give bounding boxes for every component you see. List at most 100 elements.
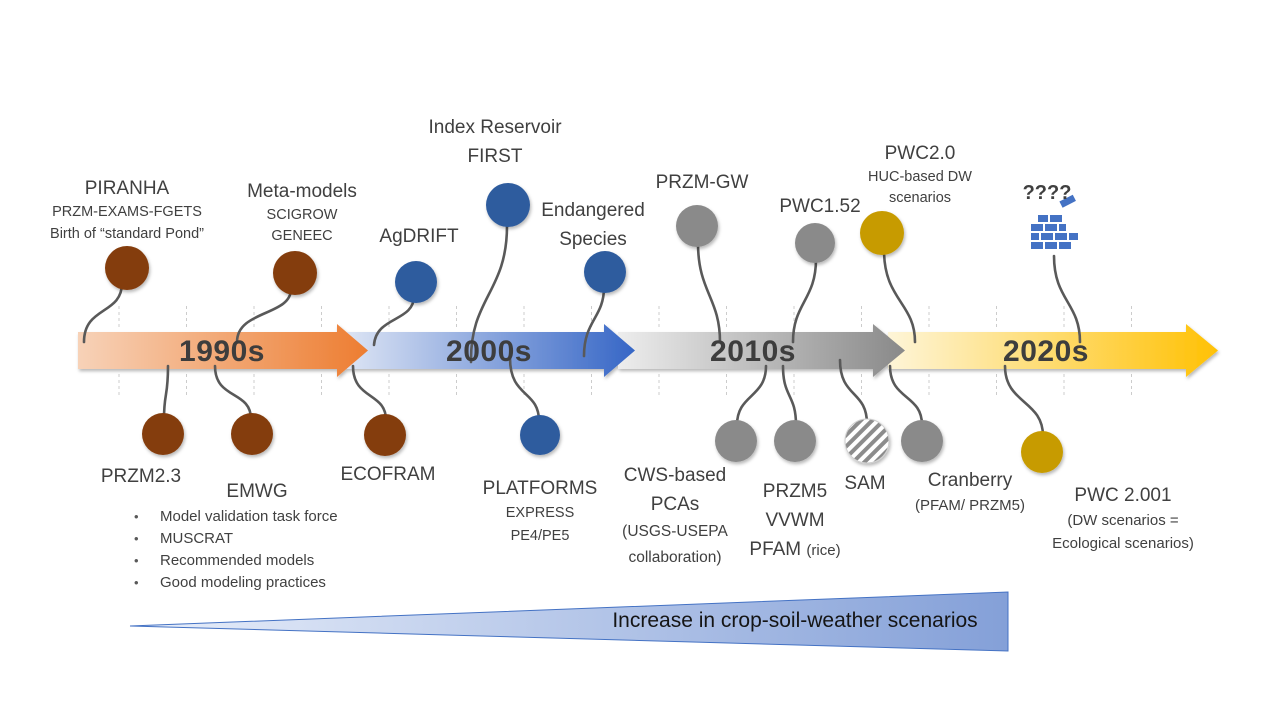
milestone-title: FIRST bbox=[467, 146, 523, 167]
milestone-subtitle: collaboration) bbox=[628, 549, 722, 566]
bullet-text: Recommended models bbox=[160, 552, 315, 569]
label-pwc20: PWC2.0 HUC-based DW scenarios bbox=[868, 141, 972, 209]
wedge-caption: Increase in crop-soil-weather scenarios bbox=[612, 609, 978, 632]
label-pwc2001: PWC 2.001 (DW scenarios = Ecological sce… bbox=[1052, 483, 1194, 555]
milestone-dot-meta-models bbox=[273, 251, 317, 295]
connector-lines bbox=[82, 224, 1082, 438]
milestone-title: Meta-models bbox=[247, 181, 357, 202]
milestone-subtitle: (DW scenarios = bbox=[1067, 512, 1179, 529]
bullet-text: MUSCRAT bbox=[160, 530, 234, 547]
milestone-subtitle: GENEEC bbox=[271, 228, 333, 244]
connector-przm5 bbox=[781, 364, 798, 427]
connector-emwg bbox=[213, 364, 253, 421]
label-cws-pcas: CWS-based PCAs (USGS-USEPA collaboration… bbox=[622, 461, 728, 571]
connector-pwc152 bbox=[791, 257, 818, 344]
milestone-title: SAM bbox=[844, 473, 886, 494]
bullet-icon: • bbox=[134, 575, 139, 590]
milestone-subtitle: Ecological scenarios) bbox=[1052, 535, 1194, 552]
milestone-title: AgDRIFT bbox=[379, 226, 459, 247]
milestone-dots bbox=[105, 183, 1063, 473]
connector-pwc2001 bbox=[1003, 364, 1045, 438]
milestone-title: EMWG bbox=[226, 481, 288, 502]
label-przm23: PRZM2.3 bbox=[101, 463, 181, 490]
milestone-dot-platforms bbox=[520, 415, 560, 455]
milestone-title: PFAM (rice) bbox=[749, 535, 840, 565]
bullet-icon: • bbox=[134, 531, 139, 546]
connector-przm23 bbox=[162, 364, 170, 421]
connector-cranberry bbox=[888, 364, 924, 427]
label-piranha: PIRANHA PRZM-EXAMS-FGETS Birth of “stand… bbox=[50, 176, 204, 245]
label-ecofram: ECOFRAM bbox=[341, 461, 436, 488]
connector-index-reservoir bbox=[469, 224, 509, 364]
milestone-title: PCAs bbox=[650, 494, 700, 515]
milestone-subtitle: PRZM-EXAMS-FGETS bbox=[52, 204, 202, 220]
label-platforms: PLATFORMS EXPRESS PE4/PE5 bbox=[483, 475, 598, 548]
milestone-subtitle: PE4/PE5 bbox=[510, 528, 570, 544]
connector-platforms bbox=[508, 356, 541, 423]
decade-label-1990s: 1990s bbox=[179, 335, 265, 368]
milestone-title: PWC1.52 bbox=[779, 196, 861, 217]
timeline-arrows bbox=[78, 324, 1218, 377]
milestone-dot-przm-gw bbox=[676, 205, 718, 247]
connector-sam bbox=[838, 358, 869, 426]
scenario-growth-wedge bbox=[129, 591, 1009, 652]
milestone-dot-przm5 bbox=[774, 420, 816, 462]
milestone-subtitle: EXPRESS bbox=[505, 505, 575, 521]
milestone-dot-index-reservoir bbox=[486, 183, 530, 227]
milestone-title: PRZM-GW bbox=[655, 172, 749, 193]
label-future-question-marks: ???? bbox=[1023, 180, 1072, 207]
milestone-title: VVWM bbox=[765, 510, 825, 531]
milestone-title: Endangered bbox=[541, 200, 645, 221]
label-pwc152: PWC1.52 bbox=[779, 193, 860, 220]
milestone-subtitle: Birth of “standard Pond” bbox=[50, 226, 204, 242]
milestone-subtitle: (USGS-USEPA bbox=[622, 523, 728, 540]
brick-wall-icon bbox=[1031, 194, 1078, 249]
milestone-dot-sam-hatched bbox=[844, 418, 890, 464]
milestone-dot-emwg bbox=[231, 413, 273, 455]
milestone-title: ECOFRAM bbox=[340, 464, 436, 485]
milestone-dot-endangered-species bbox=[584, 251, 626, 293]
milestone-subtitle: SCIGROW bbox=[266, 207, 338, 223]
milestone-title: Species bbox=[559, 229, 627, 250]
milestone-title: PRZM2.3 bbox=[100, 466, 182, 487]
milestone-subtitle: (PFAM/ PRZM5) bbox=[914, 497, 1026, 514]
milestone-subtitle-part: (rice) bbox=[806, 542, 841, 559]
list-item: • MUSCRAT bbox=[134, 528, 338, 550]
bullet-text: Model validation task force bbox=[160, 508, 338, 525]
bullet-icon: • bbox=[134, 509, 139, 524]
connector-endangered-species bbox=[582, 285, 606, 358]
milestone-dot-cranberry bbox=[901, 420, 943, 462]
label-sam: SAM bbox=[844, 470, 885, 497]
milestone-dot-piranha bbox=[105, 246, 149, 290]
milestone-title: PWC2.0 bbox=[884, 143, 956, 164]
connector-przm-gw bbox=[696, 241, 722, 344]
milestone-dot-przm23 bbox=[142, 413, 184, 455]
milestone-title: PRZM5 bbox=[762, 481, 828, 502]
connector-piranha bbox=[82, 281, 124, 344]
decade-label-2010s: 2010s bbox=[710, 335, 796, 368]
label-przm5: PRZM5 VVWM PFAM (rice) bbox=[749, 477, 840, 565]
decade-label-2020s: 2020s bbox=[1003, 335, 1089, 368]
decade-label-2000s: 2000s bbox=[446, 335, 532, 368]
label-meta-models: Meta-models SCIGROW GENEEC bbox=[247, 179, 357, 247]
milestone-title: ???? bbox=[1022, 182, 1072, 204]
list-item: • Model validation task force bbox=[134, 506, 338, 528]
connector-ecofram bbox=[351, 364, 388, 422]
bullet-icon: • bbox=[134, 553, 139, 568]
milestone-title: Cranberry bbox=[927, 470, 1013, 491]
connector-cws-pcas bbox=[735, 364, 768, 427]
milestone-subtitle: scenarios bbox=[888, 190, 952, 206]
list-item: • Good modeling practices bbox=[134, 572, 338, 594]
connector-meta-models bbox=[235, 287, 293, 344]
connector-agdrift bbox=[372, 294, 416, 347]
label-przm-gw: PRZM-GW bbox=[656, 169, 749, 196]
milestone-title: CWS-based bbox=[623, 465, 727, 486]
milestone-subtitle: HUC-based DW bbox=[868, 169, 972, 185]
connector-pwc20 bbox=[882, 248, 917, 344]
milestone-title: PLATFORMS bbox=[482, 478, 598, 499]
label-cranberry: Cranberry (PFAM/ PRZM5) bbox=[915, 468, 1025, 517]
label-endangered-species: Endangered Species bbox=[541, 196, 645, 254]
milestone-dot-ecofram bbox=[364, 414, 406, 456]
